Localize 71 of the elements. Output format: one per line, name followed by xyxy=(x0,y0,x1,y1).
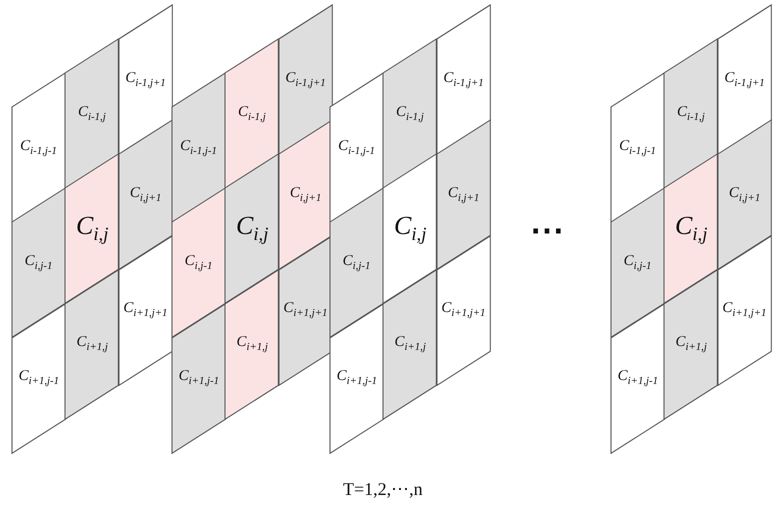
cell-label: C$_{i,j}$ xyxy=(394,212,426,245)
grid-cell xyxy=(330,73,384,222)
grid-cell xyxy=(718,236,771,385)
cell-label: C$_{i,j+1}$ xyxy=(290,186,322,204)
cell-label: C$_{i+1,j+1}$ xyxy=(123,301,168,320)
grid-cell xyxy=(65,154,119,304)
grid-cell xyxy=(225,39,279,188)
grid-cell xyxy=(436,236,490,385)
cell-label: C$_{i+1,j+1}$ xyxy=(722,301,766,320)
cell-label: C$_{i,j-1}$ xyxy=(624,254,652,272)
grid-cell xyxy=(12,73,66,222)
cell-label: C$_{i-1,j+1}$ xyxy=(285,70,326,88)
cell-label: C$_{i,j+1}$ xyxy=(448,186,480,204)
grid-cell xyxy=(65,39,119,188)
grid-cell xyxy=(611,304,664,453)
grid-cell xyxy=(664,154,718,304)
cell-label: C$_{i-1,j+1}$ xyxy=(724,70,765,88)
cell-label: C$_{i-1,j}$ xyxy=(676,104,705,122)
grid-cell xyxy=(383,154,437,304)
cell-label: C$_{i-1,j-1}$ xyxy=(180,138,217,156)
cell-label: C$_{i,j+1}$ xyxy=(728,186,760,204)
cell-label: C$_{i+1,j-1}$ xyxy=(178,369,220,388)
time-step-label: T=1,2,⋯,n xyxy=(343,478,423,500)
grid-cell xyxy=(664,270,718,419)
cell-label: C$_{i+1,j-1}$ xyxy=(336,369,378,388)
grid-panel xyxy=(330,5,490,453)
cell-label: C$_{i,j-1}$ xyxy=(342,254,370,272)
grid-cell xyxy=(611,73,664,222)
cell-label: C$_{i,j}$ xyxy=(76,212,108,245)
cell-label: C$_{i-1,j}$ xyxy=(396,104,424,122)
cell-label: C$_{i-1,j+1}$ xyxy=(443,70,484,88)
grid-cell xyxy=(664,39,718,188)
cell-label: C$_{i+1,j-1}$ xyxy=(618,369,658,388)
cell-label: C$_{i-1,j}$ xyxy=(238,104,266,122)
cell-label: C$_{i+1,j}$ xyxy=(236,335,268,354)
cell-label: C$_{i+1,j}$ xyxy=(675,335,707,354)
grid-cell xyxy=(278,236,332,385)
grid-cell xyxy=(330,304,384,453)
grid-cell xyxy=(12,188,66,338)
grid-cell xyxy=(383,39,437,188)
cell-label: C$_{i+1,j}$ xyxy=(76,335,108,354)
cell-label: C$_{i-1,j-1}$ xyxy=(338,138,375,156)
cell-label: C$_{i,j-1}$ xyxy=(24,254,52,272)
grid-panel xyxy=(12,5,172,453)
grid-cell xyxy=(278,5,332,154)
grid-cell xyxy=(436,120,490,270)
cell-label: C$_{i+1,j}$ xyxy=(394,335,426,354)
cell-label: C$_{i-1,j-1}$ xyxy=(20,138,57,156)
grid-cell xyxy=(225,154,279,304)
grid-cell xyxy=(611,188,664,338)
grid-panel xyxy=(611,5,771,453)
cell-label: C$_{i,j}$ xyxy=(236,212,268,245)
grid-cell xyxy=(330,188,384,338)
cell-label: C$_{i,j}$ xyxy=(674,212,708,245)
cell-label: C$_{i+1,j+1}$ xyxy=(441,301,486,320)
cell-label: C$_{i-1,j-1}$ xyxy=(619,138,656,156)
grid-cell xyxy=(65,270,119,419)
cell-label: C$_{i,j-1}$ xyxy=(184,254,212,272)
grid-cell xyxy=(12,304,66,453)
cell-label: C$_{i+1,j+1}$ xyxy=(283,301,328,320)
grid-cell xyxy=(718,5,771,154)
grid-cell xyxy=(718,120,771,270)
cell-label: C$_{i,j+1}$ xyxy=(130,186,162,204)
cell-label: C$_{i-1,j+1}$ xyxy=(125,70,166,88)
grid-cell xyxy=(383,270,437,419)
grid-cell xyxy=(278,120,332,270)
cell-label: C$_{i-1,j}$ xyxy=(78,104,106,122)
grid-cell xyxy=(225,270,279,419)
ellipsis-text: ⋯ xyxy=(530,212,564,251)
grid-cell xyxy=(436,5,490,154)
cell-label: C$_{i+1,j-1}$ xyxy=(18,369,60,388)
